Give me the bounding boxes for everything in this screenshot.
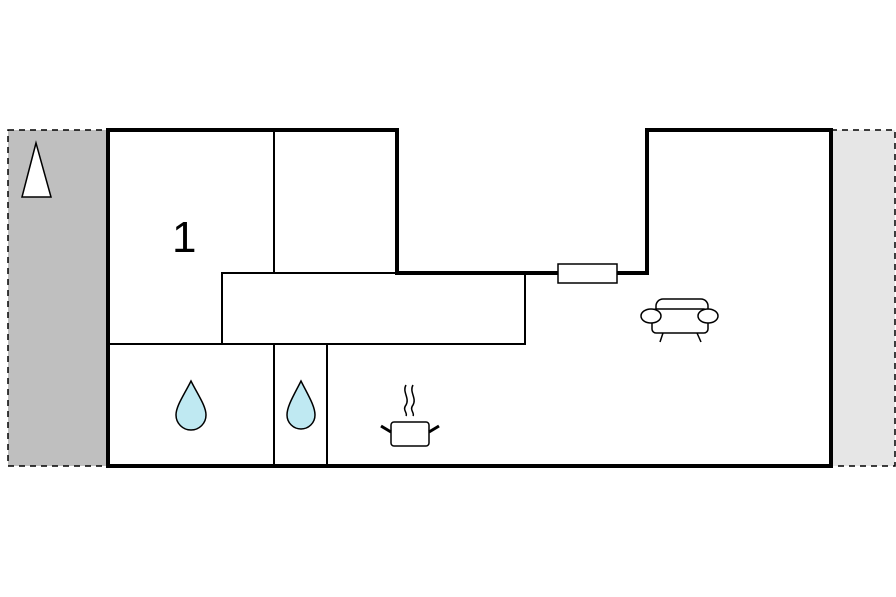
radiator-icon [557,263,618,284]
sofa-arm-right [697,308,719,324]
hallway-box [221,272,526,345]
steam-line-1 [403,384,408,417]
north-arrow-icon [21,140,52,198]
kitchen-cooking-pot-icon [380,384,440,447]
terrace-left [7,129,108,467]
steam-line-2 [410,384,415,417]
interior-walls [108,130,526,466]
sofa-arm-left [640,308,662,324]
exterior-walls [106,128,833,468]
pot-handle-right [428,424,440,434]
pot-handle-left [380,424,392,434]
toilet-water-drop-icon [286,379,316,430]
sofa-leg-left [659,332,664,343]
living-room-sofa-icon [640,298,719,343]
sofa-leg-right [696,332,702,343]
bathroom-water-drop-icon [175,379,207,431]
terrace-right [830,129,896,467]
pot-body [390,421,430,447]
room-label-1: 1 [172,213,196,262]
